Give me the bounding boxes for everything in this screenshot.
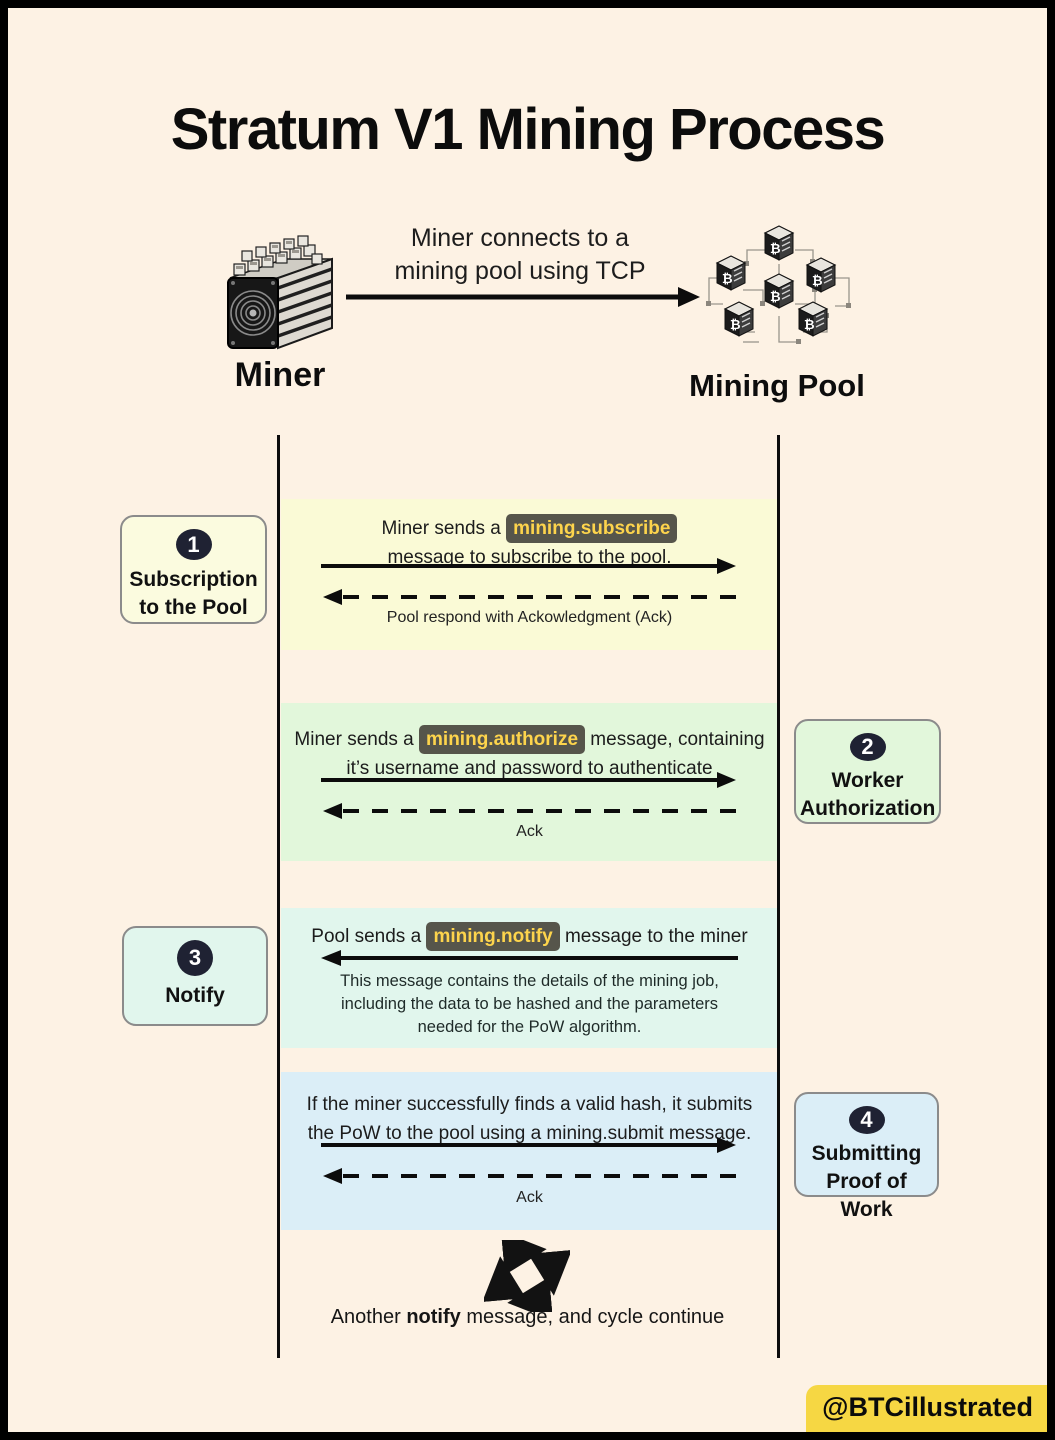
page-title: Stratum V1 Mining Process bbox=[170, 97, 886, 162]
step1-sidebox: 1 Subscription to the Pool bbox=[120, 515, 267, 624]
step4-band: If the miner successfully finds a valid … bbox=[281, 1072, 778, 1230]
step3-message: Pool sends a mining.notify message to th… bbox=[281, 922, 778, 951]
step4-sidebox: 4 Submitting Proof of Work bbox=[794, 1092, 939, 1221]
step2-side-label: Worker Authorization bbox=[800, 769, 936, 820]
step3-message-text: Pool sends a bbox=[311, 926, 427, 947]
step1-message-line2: message to subscribe to the pool. bbox=[387, 547, 672, 568]
pool-lifeline bbox=[777, 435, 780, 1358]
mining-authorize-chip: mining.authorize bbox=[419, 725, 586, 754]
step2-ack-caption: Ack bbox=[516, 823, 543, 840]
cycle-caption-post: message, and cycle continue bbox=[460, 1306, 725, 1328]
step3-desc-line2: including the data to be hashed and the … bbox=[340, 995, 719, 1013]
step4-message-line2: the PoW to the pool using a mining.submi… bbox=[307, 1123, 752, 1144]
step4-submit-arrow bbox=[321, 1137, 736, 1153]
step3-band: Pool sends a mining.notify message to th… bbox=[281, 908, 778, 1048]
mining-subscribe-chip: mining.subscribe bbox=[506, 514, 678, 543]
svg-text:₿: ₿ bbox=[812, 274, 823, 289]
step1-message-text: Miner sends a bbox=[381, 518, 507, 539]
step4-message-line1: If the miner successfully finds a valid … bbox=[306, 1094, 753, 1115]
step1-message: Miner sends a mining.subscribe message t… bbox=[281, 514, 778, 572]
step1-side-label: Subscription to the Pool bbox=[129, 568, 258, 619]
asic-miner-icon bbox=[227, 235, 333, 350]
svg-text:₿: ₿ bbox=[730, 318, 741, 333]
tcp-connect-line1: Miner connects to a bbox=[410, 224, 630, 252]
step1-number-badge: 1 bbox=[175, 529, 212, 560]
step2-band: Miner sends a mining.authorize message, … bbox=[281, 703, 778, 861]
cycle-icon bbox=[484, 1240, 570, 1312]
step4-message: If the miner successfully finds a valid … bbox=[281, 1090, 778, 1148]
step2-message-line2: it’s username and password to authentica… bbox=[346, 758, 713, 779]
step1-ack-caption: Pool respond with Ackowledgment (Ack) bbox=[386, 609, 673, 626]
step2-sidebox: 2 Worker Authorization bbox=[794, 719, 941, 824]
mining-notify-chip: mining.notify bbox=[426, 922, 560, 951]
step3-desc-line3: needed for the PoW algorithm. bbox=[417, 1018, 642, 1036]
svg-text:₿: ₿ bbox=[770, 242, 781, 257]
miner-lifeline bbox=[277, 435, 280, 1358]
step3-side-label: Notify bbox=[165, 984, 225, 1007]
step3-number-badge: 3 bbox=[177, 940, 213, 976]
step2-message-text: Miner sends a bbox=[294, 729, 420, 750]
svg-text:₿: ₿ bbox=[722, 272, 733, 287]
svg-text:₿: ₿ bbox=[804, 318, 815, 333]
step4-ack-caption: Ack bbox=[516, 1189, 543, 1206]
cycle-caption: Another notify message, and cycle contin… bbox=[0, 1306, 1055, 1329]
step4-side-label: Submitting Proof of Work bbox=[811, 1142, 922, 1221]
step3-message-text2: message to the miner bbox=[559, 926, 748, 947]
miner-label: Miner bbox=[234, 356, 326, 394]
mining-pool-icon: ₿ ₿ ₿ ₿ ₿ ₿ bbox=[706, 225, 851, 344]
cycle-caption-pre: Another bbox=[330, 1306, 407, 1328]
step3-notify-arrow bbox=[321, 950, 738, 966]
cycle-caption-bold: notify bbox=[406, 1306, 461, 1328]
step3-description: This message contains the details of the… bbox=[281, 970, 778, 1039]
step2-message: Miner sends a mining.authorize message, … bbox=[281, 725, 778, 783]
tcp-connect-line2: mining pool using TCP bbox=[394, 257, 646, 285]
step1-ack-arrow bbox=[323, 589, 738, 605]
watermark-badge: @BTCillustrated bbox=[806, 1385, 1047, 1432]
step3-desc-line1: This message contains the details of the… bbox=[340, 972, 719, 990]
step4-number-badge: 4 bbox=[848, 1106, 885, 1134]
step2-request-arrow bbox=[321, 772, 736, 788]
svg-text:₿: ₿ bbox=[770, 290, 781, 305]
step1-band: Miner sends a mining.subscribe message t… bbox=[281, 499, 778, 650]
mining-pool-label: Mining Pool bbox=[689, 368, 865, 403]
miner-to-pool-arrow bbox=[346, 287, 700, 307]
tcp-connect-caption: Miner connects to a mining pool using TC… bbox=[360, 222, 680, 288]
step3-sidebox: 3 Notify bbox=[122, 926, 268, 1026]
step1-request-arrow bbox=[321, 558, 736, 574]
step4-ack-arrow bbox=[323, 1168, 738, 1184]
step2-ack-arrow bbox=[323, 803, 738, 819]
step2-number-badge: 2 bbox=[849, 733, 886, 761]
step2-message-text2: message, containing bbox=[585, 729, 765, 750]
